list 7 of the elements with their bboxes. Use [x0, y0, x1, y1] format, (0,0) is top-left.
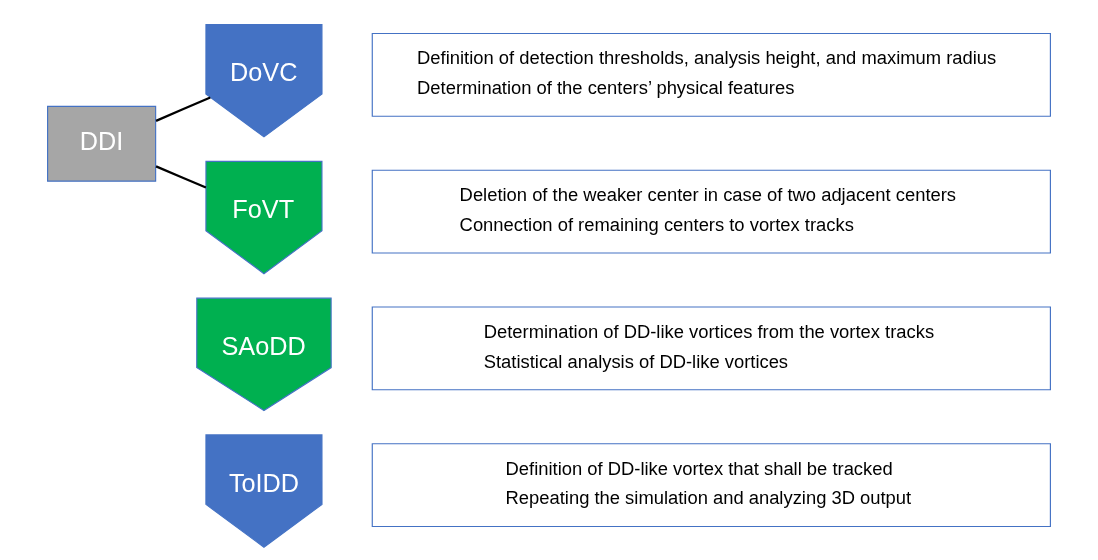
node-box: Determination of DD-like vortices from the vortex tracks Statistical analysis of DD-like vortices — [371, 306, 1051, 391]
node-box: Definition of DD-like vortex that shall be tracked Repeating the simulation and analyzing 3D output — [371, 443, 1051, 528]
connector — [155, 165, 207, 189]
connector — [155, 96, 211, 122]
node-box: DDI — [47, 105, 157, 182]
node-box: Deletion of the weaker center in case of two adjacent centers Connection of remaining centers to vortex tracks — [371, 169, 1051, 254]
node-box: Definition of detection thresholds, analysis height, and maximum radius Determination of the centers’ physical features — [371, 32, 1051, 117]
